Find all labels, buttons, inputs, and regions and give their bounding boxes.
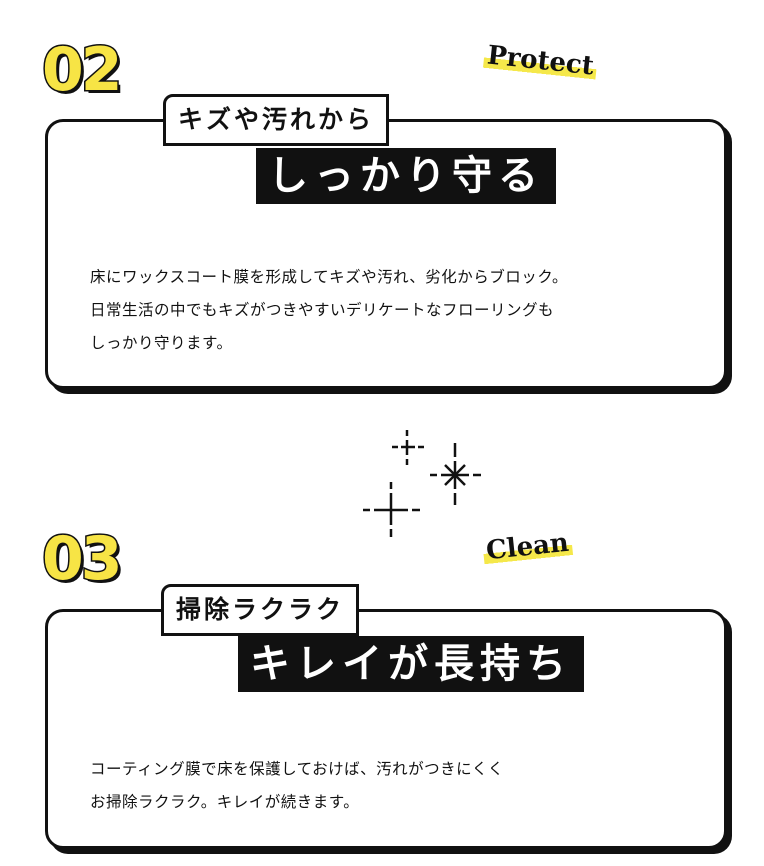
sparkles-icon: [363, 430, 481, 537]
description-line: 日常生活の中でもキズがつきやすいデリケートなフローリングも: [90, 301, 555, 319]
feature-protect: 02 Protect 床にワックスコート膜を形成してキズや汚れ、劣化からブロック…: [0, 0, 764, 400]
feature-label: キズや汚れから: [163, 94, 390, 146]
feature-tag: Protect: [482, 40, 599, 82]
feature-description: 床にワックスコート膜を形成してキズや汚れ、劣化からブロック。 日常生活の中でもキ…: [90, 261, 568, 360]
description-line: お掃除ラクラク。キレイが続きます。: [90, 793, 360, 811]
description-line: しっかり守ります。: [90, 334, 233, 352]
feature-number: 02: [41, 35, 124, 105]
feature-clean: 03 Clean コーティング膜で床を保護しておけば、汚れがつきにくく お掃除ラ…: [0, 520, 764, 866]
feature-number: 03: [41, 524, 124, 594]
feature-tag: Clean: [481, 527, 574, 567]
feature-headline: しっかり守る: [256, 148, 556, 204]
feature-headline: キレイが長持ち: [238, 636, 584, 692]
description-line: 床にワックスコート膜を形成してキズや汚れ、劣化からブロック。: [90, 268, 568, 286]
feature-description: コーティング膜で床を保護しておけば、汚れがつきにくく お掃除ラクラク。キレイが続…: [90, 753, 504, 819]
feature-label: 掃除ラクラク: [161, 584, 360, 636]
description-line: コーティング膜で床を保護しておけば、汚れがつきにくく: [90, 760, 504, 778]
